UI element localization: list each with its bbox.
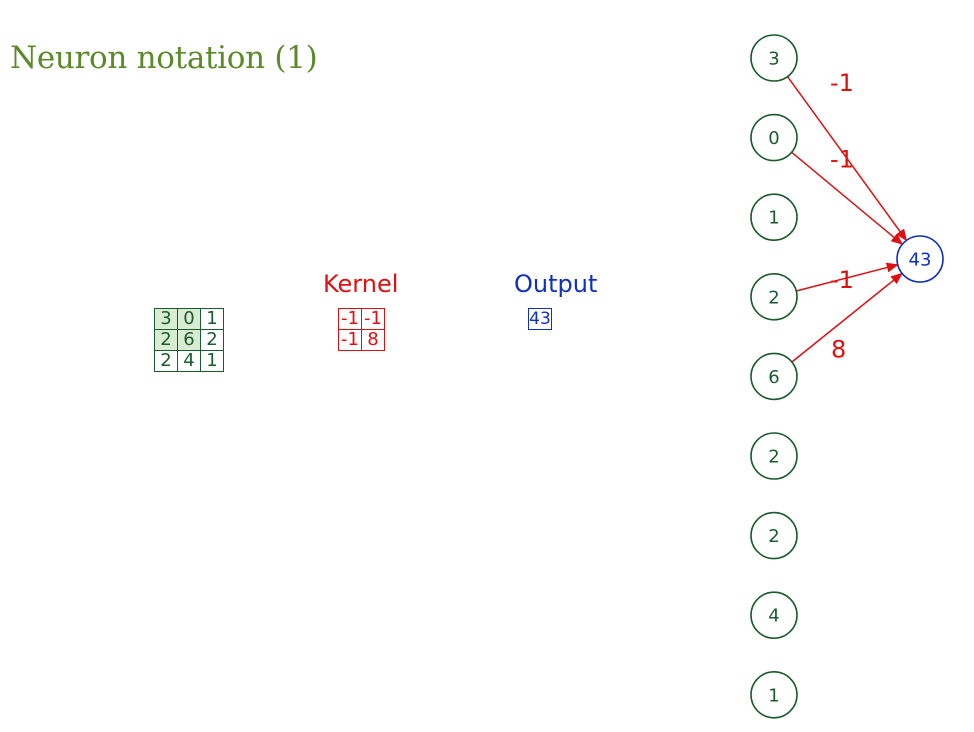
output-neuron: 43 [896,235,944,283]
output-matrix-row: 43 [528,308,552,330]
connection-weight-label: -1 [830,146,854,174]
kernel-matrix-cell: -1 [361,308,385,330]
input-neuron: 2 [750,432,798,480]
output-neuron-value: 43 [909,250,932,271]
input-neuron-circle [750,352,798,401]
input-neuron-value: 1 [768,208,779,229]
input-neuron: 1 [750,670,798,719]
input-neuron-value: 2 [768,287,779,308]
connection-edge [791,272,903,363]
input-neuron-value: 6 [768,367,779,388]
input-matrix-cell: 1 [200,308,224,330]
connection-edge [791,151,904,245]
kernel-matrix-cell: -1 [338,329,362,351]
input-neuron-value: 1 [768,685,779,706]
input-neuron-value: 2 [768,526,779,547]
input-neuron: 6 [750,352,798,401]
input-neuron: 3 [750,34,798,82]
kernel-label: Kernel [323,270,399,298]
input-neuron: 2 [750,511,798,560]
input-neuron-circle [750,511,798,560]
input-neuron-value: 2 [768,447,779,468]
kernel-matrix-row: -1-1 [338,308,385,330]
input-neuron: 0 [750,113,798,162]
input-neuron-circle [750,591,798,640]
input-neuron-value: 0 [768,128,779,149]
kernel-matrix-cell: -1 [338,308,362,330]
input-neuron-circle [750,432,798,480]
output-matrix: 43 [528,308,552,330]
input-neuron-value: 3 [768,49,779,70]
input-matrix-cell: 6 [177,329,201,351]
connection-edge [796,262,899,292]
kernel-matrix-cell: 8 [361,329,385,351]
input-neuron-circle [750,272,798,321]
page-title: Neuron notation (1) [10,40,318,76]
connection-weight-label: -1 [830,69,854,97]
input-matrix-cell: 4 [177,350,201,372]
input-neuron-circle [750,34,798,82]
connection-weight-label: 8 [831,335,846,363]
input-neuron-circle [750,113,798,162]
input-neuron-circle [750,670,798,719]
output-matrix-cell: 43 [528,308,552,330]
input-neuron-value: 4 [768,606,779,627]
input-neuron: 1 [750,193,798,241]
output-neuron-circle [896,235,944,283]
output-label: Output [514,270,598,298]
connection-weight-label: -1 [830,266,854,294]
input-neuron: 4 [750,591,798,640]
input-neuron: 2 [750,272,798,321]
input-neuron-circle [750,193,798,241]
connection-edge [786,76,908,242]
input-matrix-cell: 1 [200,350,224,372]
input-matrix-cell: 2 [154,350,178,372]
